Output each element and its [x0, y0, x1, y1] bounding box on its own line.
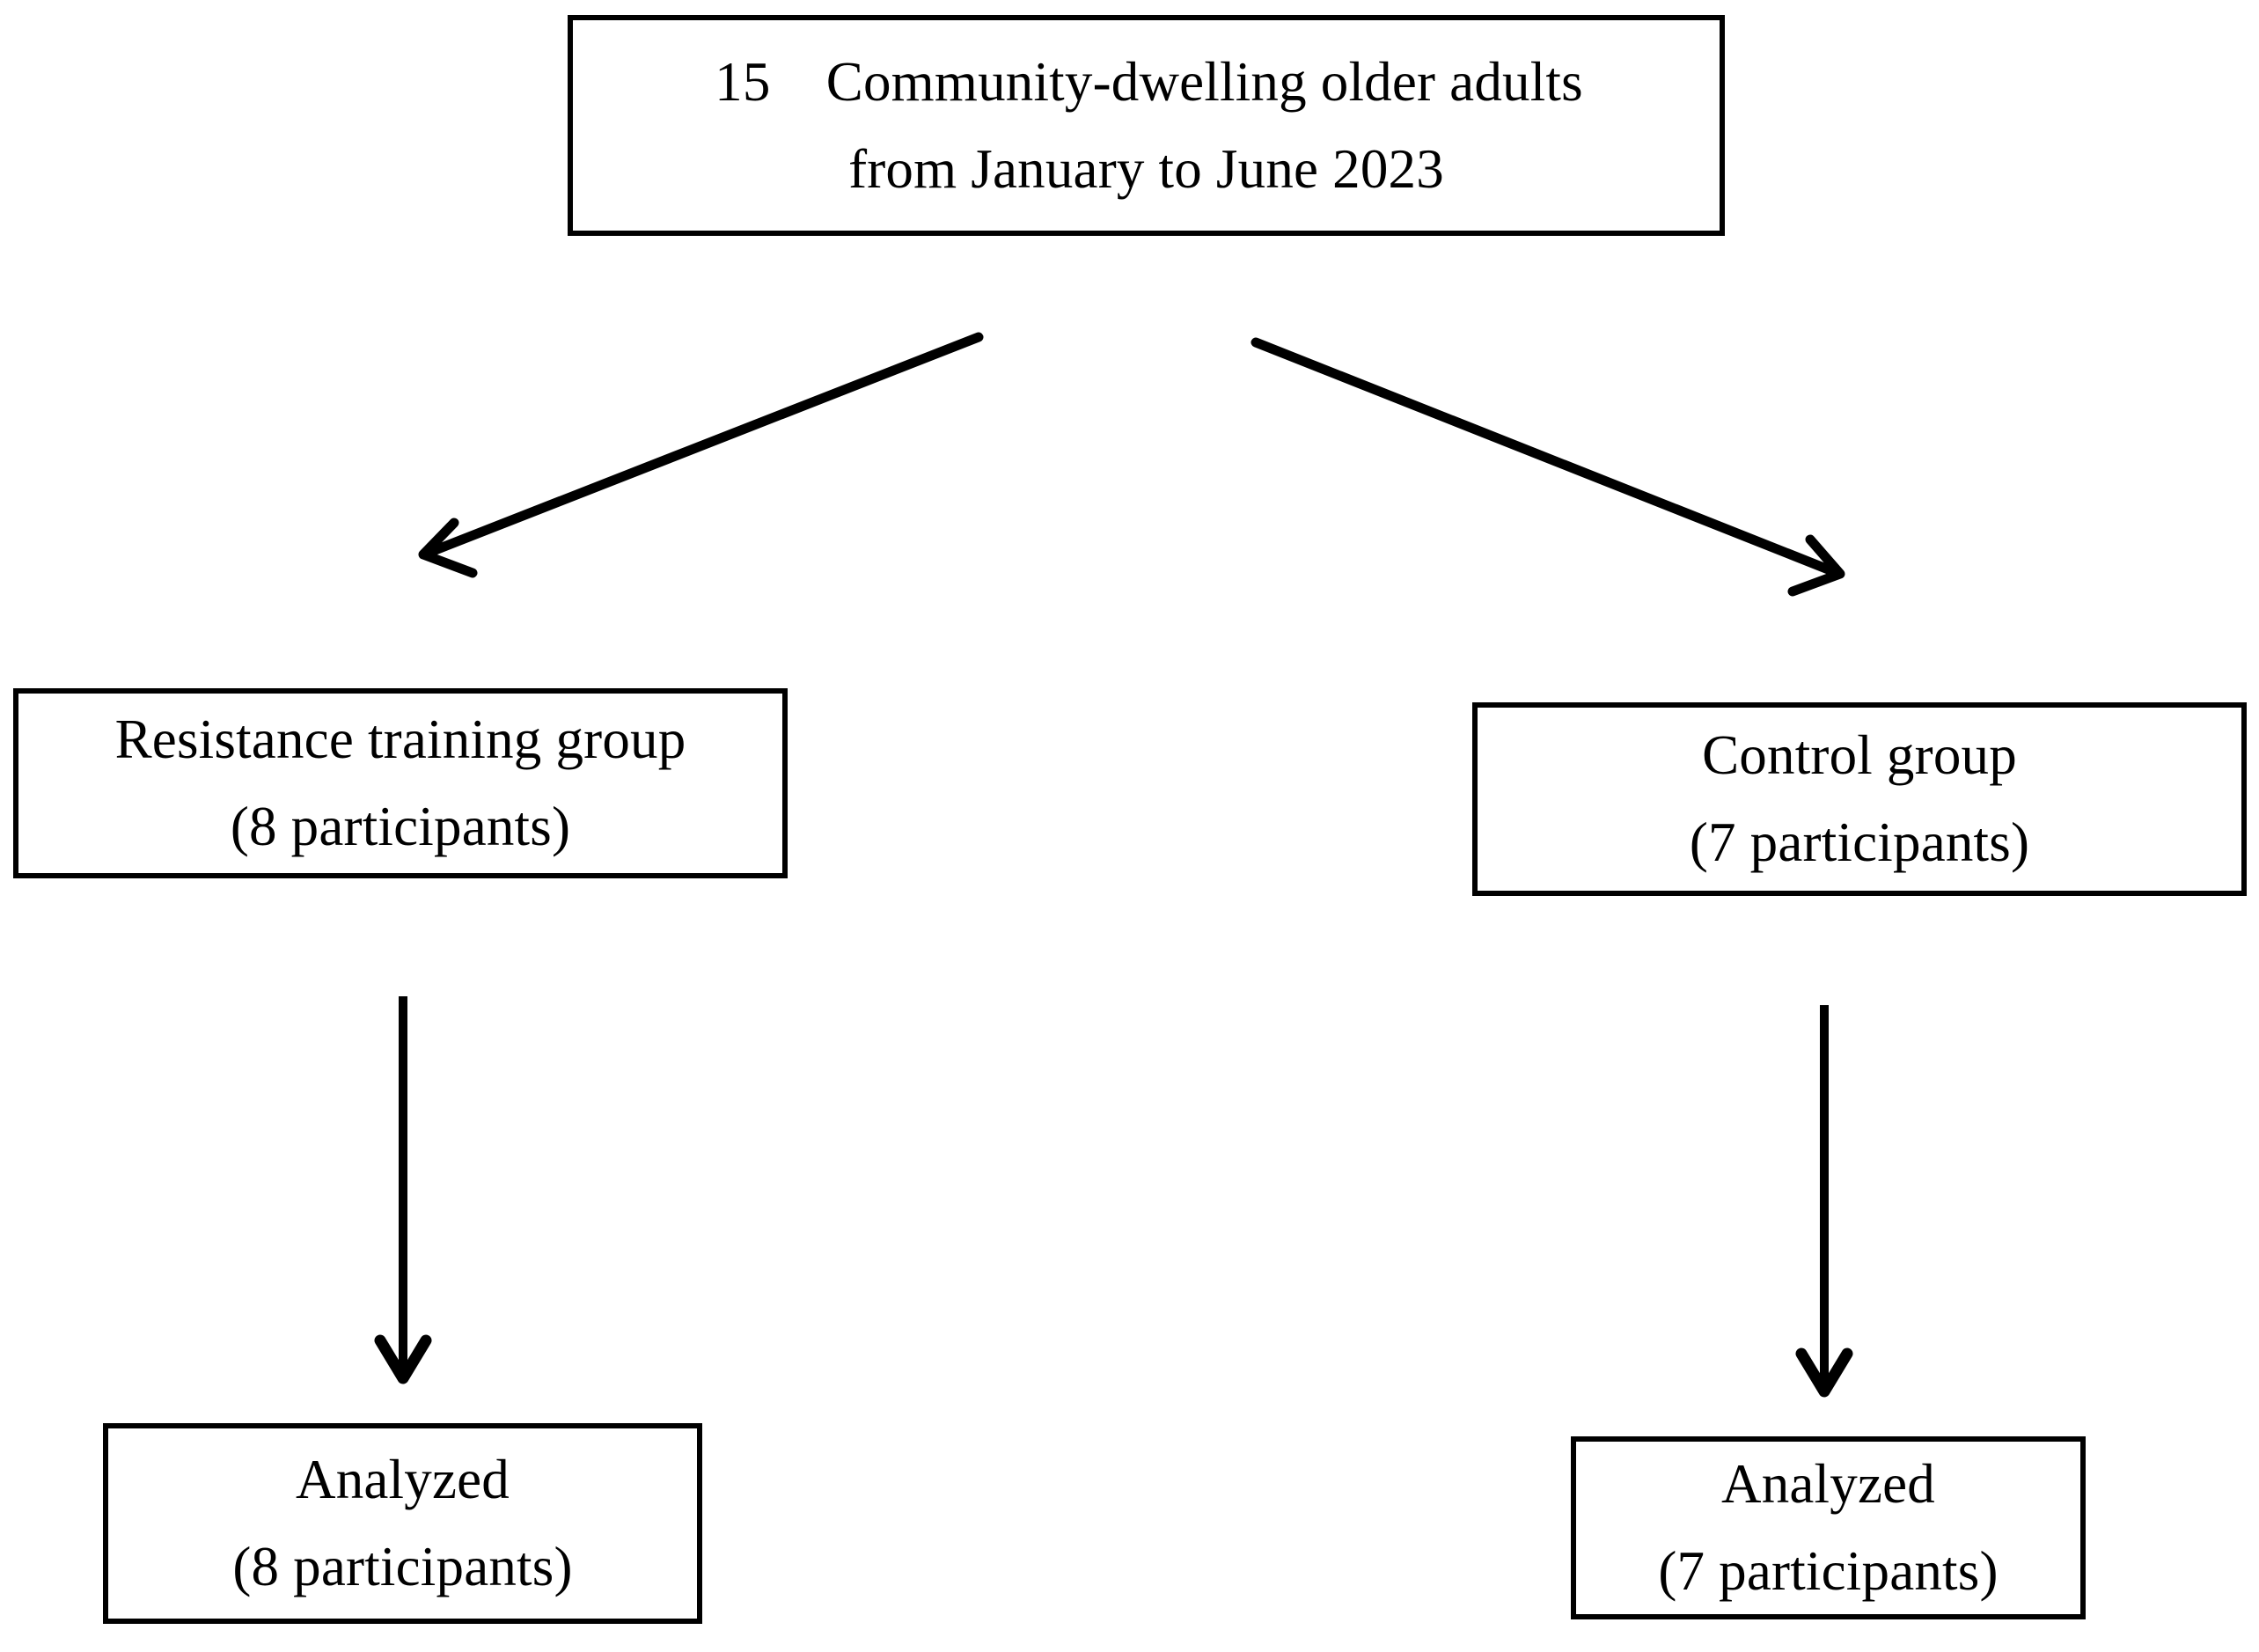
- enrollment-box: 15 Community-dwelling older adults from …: [568, 15, 1725, 236]
- analyzed-resistance-participants: (8 participants): [232, 1536, 573, 1597]
- arrow-enrollment-to-control: [1251, 337, 1845, 597]
- arrow-resistance-to-analyzed: [374, 996, 432, 1384]
- analyzed-control-label: Analyzed: [1721, 1453, 1935, 1515]
- resistance-group-participants: (8 participants): [230, 796, 571, 857]
- control-group-box: Control group (7 participants): [1472, 702, 2247, 896]
- arrow-enrollment-to-resistance: [418, 332, 984, 578]
- resistance-training-group-box: Resistance training group (8 participant…: [13, 688, 788, 878]
- arrow-control-to-analyzed: [1795, 1005, 1853, 1398]
- analyzed-resistance-box: Analyzed (8 participants): [103, 1423, 702, 1624]
- enrollment-line-1: 15 Community-dwelling older adults: [715, 50, 1583, 113]
- analyzed-control-participants: (7 participants): [1658, 1540, 1999, 1602]
- control-group-label: Control group: [1702, 724, 2017, 786]
- analyzed-resistance-label: Analyzed: [296, 1449, 510, 1510]
- control-group-participants: (7 participants): [1689, 811, 2030, 873]
- resistance-group-label: Resistance training group: [114, 709, 686, 770]
- analyzed-control-box: Analyzed (7 participants): [1571, 1436, 2086, 1619]
- enrollment-line-2: from January to June 2023: [848, 137, 1444, 200]
